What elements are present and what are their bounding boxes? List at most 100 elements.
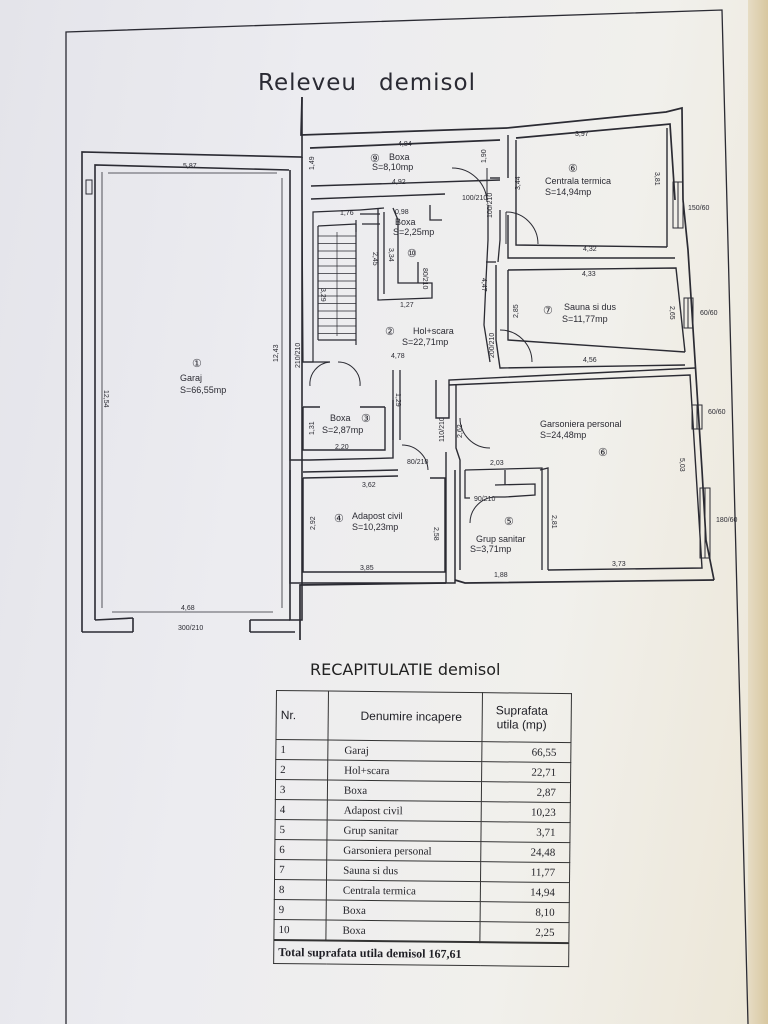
header-area-line1: Suprafata (495, 703, 548, 718)
row-area: 14,94 (480, 881, 570, 903)
dim-ct-top: 3,97 (575, 131, 589, 138)
room-name-boxa9: Boxa (389, 152, 410, 162)
dim-boxa9-top: 4,84 (398, 141, 412, 148)
sheet-frame (65, 9, 749, 1024)
window-ct (672, 181, 684, 229)
room-area-hol: S=22,71mp (402, 337, 448, 347)
row-name: Adapost civil (327, 800, 482, 822)
room-boxa-10-walls (359, 205, 442, 301)
room-num-hol: ② (385, 326, 395, 338)
dim-sauna-door: 200/210 (489, 333, 496, 358)
room-num-ct: ⑥ (568, 163, 578, 175)
dim-gars-right: 5,03 (678, 458, 685, 472)
room-boxa-3-walls (289, 400, 394, 461)
room-name-gs: Grup sanitar (476, 534, 526, 544)
room-grup-sanitar-walls (464, 467, 549, 570)
row-area: 8,10 (480, 901, 570, 923)
dim-adapost-top: 3,62 (362, 482, 376, 489)
dim-sauna-right: 2,65 (668, 306, 675, 320)
row-name: Garsoniera personal (326, 840, 481, 862)
dim-hall-left-door: 210/210 (295, 343, 302, 368)
row-nr: 7 (274, 859, 327, 881)
room-area-adapost: S=10,23mp (352, 522, 398, 532)
room-area-boxa3: S=2,87mp (322, 425, 363, 435)
row-name: Garaj (327, 740, 482, 762)
room-num-boxa3: ③ (361, 413, 371, 425)
room-boxa-9-walls (310, 177, 501, 200)
header-nr: Nr. (275, 690, 329, 741)
dim-ct-bottom: 4,32 (583, 246, 597, 253)
row-nr: 6 (274, 839, 327, 861)
dim-boxa3-w: 2,20 (335, 444, 349, 451)
dim-boxa9-left: 1,49 (309, 156, 316, 170)
room-label-garsoniera: Garsoniera personal S=24,48mp ⑥ (540, 419, 622, 459)
row-name: Centrala termica (326, 880, 481, 902)
room-label-boxa-9: ⑨ Boxa S=8,10mp (370, 152, 413, 172)
row-nr: 1 (275, 739, 328, 761)
room-area-boxa10: S=2,25mp (393, 227, 434, 237)
room-sauna-walls (495, 265, 686, 369)
dim-garaj-right: 12,43 (273, 344, 280, 362)
total-cell: Total suprafata utila demisol 167,61 (273, 939, 569, 967)
row-nr: 10 (273, 919, 327, 941)
room-label-garaj: ① Garaj S=66,55mp (180, 358, 226, 395)
room-name-ct: Centrala termica (545, 176, 611, 186)
dim-gs-bottom: 1,88 (494, 572, 508, 579)
row-area: 22,71 (481, 761, 571, 783)
dim-gars-door: 110/210 (439, 417, 446, 442)
dim-garaj-top: 5,87 (183, 163, 197, 170)
room-num-adapost: ④ (334, 513, 344, 525)
row-area: 2,87 (481, 781, 571, 803)
room-num-boxa9: ⑨ (370, 153, 380, 165)
dim-hall-478: 4,78 (391, 353, 405, 360)
row-area: 10,23 (481, 801, 571, 823)
room-area-sauna: S=11,77mp (562, 314, 608, 324)
room-label-adapost: ④ Adapost civil S=10,23mp (334, 511, 403, 532)
room-label-sauna: ⑦ Sauna si dus S=11,77mp (543, 302, 617, 324)
room-num-boxa10: ⑩ (407, 248, 417, 260)
dim-sauna-top: 4,33 (582, 271, 596, 278)
dim-stair-h: 2,45 (371, 252, 378, 266)
dim-sauna-left: 2,85 (513, 304, 520, 318)
plan-title-word2: demisol (378, 70, 476, 96)
row-name: Sauna si dus (326, 860, 481, 882)
dim-gs-right: 2,81 (550, 515, 557, 529)
dim-adapost-left: 2,92 (310, 516, 317, 530)
dim-garaj-left: 12,54 (102, 390, 109, 408)
header-area: Suprafata utila (mp) (481, 692, 572, 743)
row-nr: 8 (274, 879, 327, 901)
dim-gars-window2: 180/60 (716, 517, 738, 524)
room-garsoniera-walls (435, 367, 703, 583)
room-name-garaj: Garaj (180, 373, 202, 383)
building-outer-walls (299, 96, 715, 640)
room-label-hol-scara: ② Hol+scara S=22,71mp (385, 326, 454, 347)
row-name: Boxa (326, 900, 481, 922)
hall-walls (303, 205, 501, 440)
dim-adapost-right: 2,58 (432, 527, 439, 541)
room-area-garaj: S=66,55mp (180, 385, 226, 395)
window-sauna (683, 297, 694, 329)
row-nr: 4 (275, 799, 328, 821)
room-area-ct: S=14,94mp (545, 187, 591, 197)
room-num-gs: ⑤ (504, 516, 514, 528)
row-nr: 5 (274, 819, 328, 841)
recap-header-row: Nr. Denumire incapere Suprafata utila (m… (275, 690, 572, 743)
dim-boxa9-right: 1,90 (481, 149, 488, 163)
dim-ct-door: 100/210 (487, 193, 494, 218)
room-area-boxa9: S=8,10mp (372, 162, 413, 172)
dim-ct-window: 150/60 (688, 205, 710, 212)
room-adapost-walls (289, 469, 456, 584)
dim-boxa10-w: 0,98 (395, 209, 409, 216)
plan-title-word1: Releveu (258, 70, 357, 96)
room-area-gars: S=24,48mp (540, 430, 586, 440)
door-swings (309, 167, 539, 524)
room-name-boxa10: Boxa (395, 217, 416, 227)
dim-boxa10-h: 3,34 (387, 248, 394, 262)
row-area: 11,77 (480, 861, 570, 883)
room-num-garaj: ① (192, 358, 202, 370)
row-area: 24,48 (480, 841, 570, 863)
recap-table: Nr. Denumire incapere Suprafata utila (m… (273, 690, 572, 967)
dim-garaj-bottom: 4,68 (181, 605, 195, 612)
